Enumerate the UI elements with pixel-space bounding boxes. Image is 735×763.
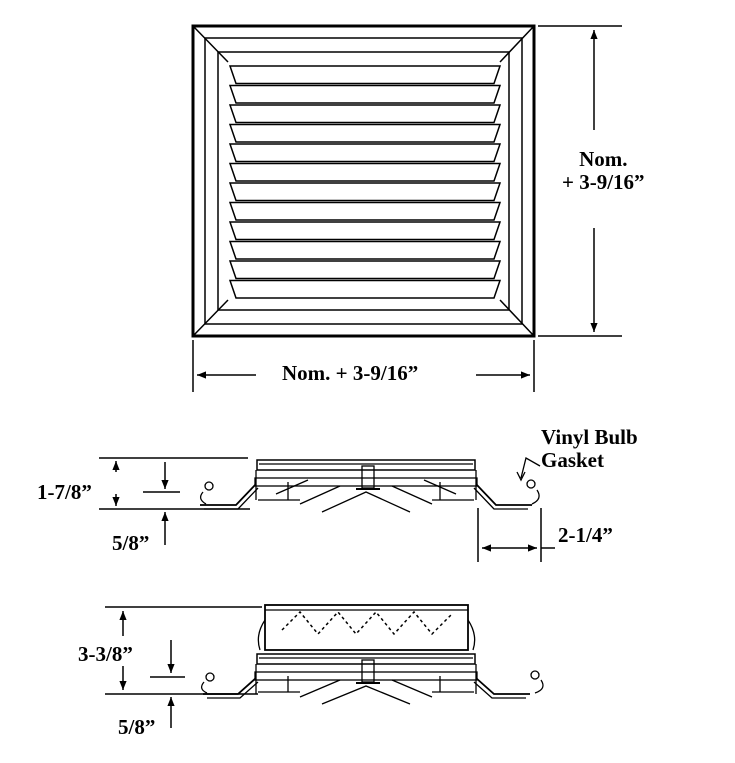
louver-blade xyxy=(228,240,502,260)
louver-blade xyxy=(228,201,502,221)
louver-blades xyxy=(228,65,502,299)
louver-blade xyxy=(228,221,502,241)
louver-blade xyxy=(228,162,502,182)
height-label-line2: + 3-9/16” xyxy=(562,170,645,195)
section1-offset-label: 5/8” xyxy=(112,531,150,556)
section2-height-label: 3-3/8” xyxy=(78,642,133,667)
louver-blade xyxy=(228,279,502,299)
gasket-label-line2: Gasket xyxy=(541,448,604,473)
gasket-label-line1: Vinyl Bulb xyxy=(541,425,638,449)
grille-frame-border xyxy=(204,37,523,325)
height-label-line1: Nom. xyxy=(579,147,628,171)
flange-dimension-label: 2-1/4” xyxy=(558,523,613,548)
louver-blade xyxy=(228,123,502,143)
grille-inner-frame xyxy=(217,51,510,311)
section-view-1 xyxy=(99,457,555,562)
louver-blade xyxy=(228,84,502,104)
section-view-2 xyxy=(105,604,544,728)
front-view-grille xyxy=(191,24,536,338)
louver-blade xyxy=(228,104,502,124)
width-dimension-label: Nom. + 3-9/16” xyxy=(282,361,419,386)
louver-blade xyxy=(228,182,502,202)
height-dimension-label: Nom. + 3-9/16” xyxy=(562,147,645,195)
grille-outer-frame xyxy=(191,24,536,338)
front-view-dimensions xyxy=(192,25,622,392)
louver-blade xyxy=(228,143,502,163)
louver-blade xyxy=(228,260,502,280)
section1-height-label: 1-7/8” xyxy=(37,480,92,505)
gasket-label: Vinyl Bulb Gasket xyxy=(541,425,638,473)
section2-offset-label: 5/8” xyxy=(118,715,156,740)
louver-blade xyxy=(228,65,502,85)
